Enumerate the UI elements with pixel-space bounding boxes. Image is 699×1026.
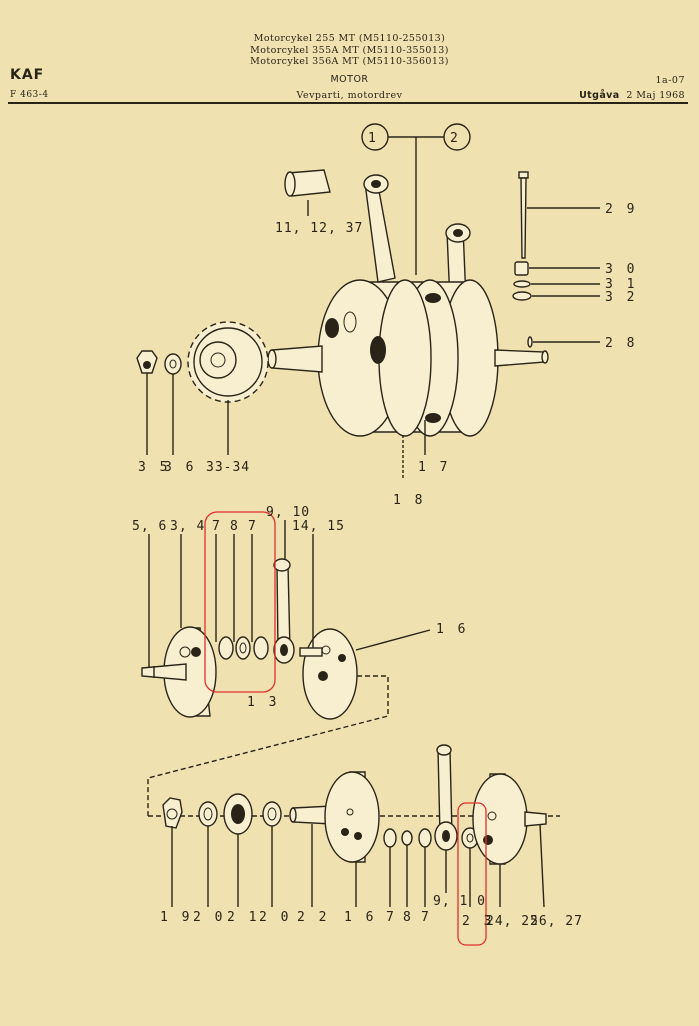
callout-2: 2 (450, 131, 458, 146)
callout-5-6: 5, 6 (132, 519, 167, 534)
model-line: Motorcykel 356A MT (M5110-356013) (250, 56, 449, 67)
bearing-part (218, 636, 269, 660)
section-title: MOTOR (330, 74, 369, 85)
callout-26-27: 26, 27 (530, 914, 583, 929)
highlight-box-lower (457, 802, 487, 946)
connecting-rod-part (434, 744, 458, 851)
callout-29: 2 9 (605, 202, 637, 217)
model-line: Motorcykel 255 MT (M5110-255013) (253, 33, 446, 44)
shaft-part (267, 345, 549, 373)
callout-7-lower-right: 7 (421, 910, 432, 925)
callout-11-12-37: 11, 12, 37 (275, 221, 363, 236)
exploded-crank-assembly (148, 744, 560, 946)
flywheel-part (317, 279, 499, 437)
nut-part (162, 797, 183, 829)
callout-7-upper-left: 7 (212, 519, 223, 534)
callout-1: 1 (368, 131, 376, 146)
model-line: Motorcykel 355A MT (M5110-355013) (250, 44, 449, 56)
crank-half-part (472, 773, 547, 865)
callout-28: 2 8 (605, 336, 637, 351)
callout-18: 1 8 (393, 493, 425, 508)
callout-17: 1 7 (418, 460, 450, 475)
bearing-part (198, 793, 282, 835)
callout-8-upper: 8 (230, 519, 241, 534)
subsection-title: Vevparti, motordrev (296, 90, 403, 101)
crank-half-part (324, 771, 380, 863)
bushing-part (284, 169, 331, 216)
connecting-rod-part (273, 558, 295, 664)
callout-3-4: 3, 4 (170, 519, 205, 534)
callout-13: 1 3 (247, 695, 279, 710)
callout-9-10-upper: 9, 10 (266, 505, 310, 520)
callout-16-lower: 1 6 (344, 910, 376, 925)
callout-20-left: 2 0 (193, 910, 225, 925)
crank-half-part (141, 626, 217, 718)
model-list: Motorcykel 255 MT (M5110-255013) Motorcy… (0, 33, 699, 68)
callout-33-34: 33-34 (206, 460, 250, 475)
issue-label: Utgåva (579, 90, 620, 101)
callout-30: 3 0 (605, 262, 637, 277)
gear-part (187, 321, 269, 403)
callout-23: 2 3 (462, 914, 494, 929)
callout-20-right: 2 0 (259, 910, 291, 925)
crank-half-assembly (141, 511, 431, 816)
bearing-part (383, 828, 432, 848)
callout-24-25: 24, 25 (486, 914, 539, 929)
callout-31: 3 1 (605, 277, 637, 292)
callout-19: 1 9 (160, 910, 192, 925)
issue-info: Utgåva 2 Maj 1968 (579, 90, 685, 101)
bolt-part (512, 171, 533, 348)
callout-8-lower: 8 (403, 910, 414, 925)
nut-part (136, 350, 182, 375)
connecting-rod-part (363, 174, 471, 303)
callout-21: 2 1 (227, 910, 259, 925)
form-number: F 463-4 (10, 90, 49, 100)
callout-22: 2 2 (297, 910, 329, 925)
callout-32: 3 2 (605, 290, 637, 305)
highlight-box-upper (204, 511, 276, 693)
header-rule (8, 102, 688, 104)
callout-35: 3 5 (138, 460, 170, 475)
callout-14-15: 14, 15 (292, 519, 345, 534)
crank-half-part (299, 628, 358, 720)
callout-36: 3 6 (164, 460, 196, 475)
callout-7-upper-right: 7 (248, 519, 259, 534)
issue-date: 2 Maj 1968 (626, 90, 685, 101)
callout-7-lower-left: 7 (386, 910, 397, 925)
page-code: 1a-07 (655, 75, 685, 86)
callout-16-upper: 1 6 (436, 622, 468, 637)
crankshaft-assembly (136, 123, 600, 480)
callout-9-10-lower: 9, 1 0 (433, 894, 486, 909)
brand-label: KAF (10, 67, 45, 83)
